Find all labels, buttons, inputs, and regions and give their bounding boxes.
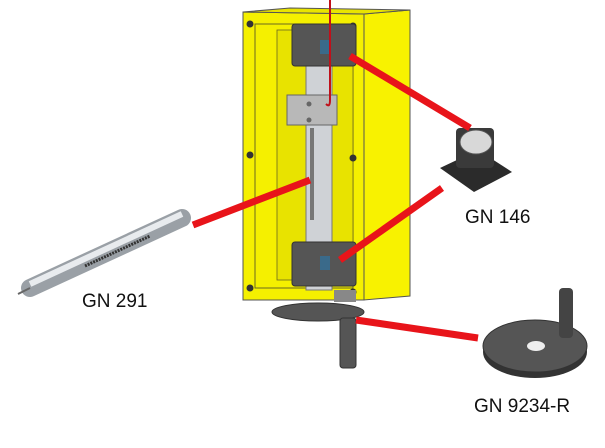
label-gn-291: GN 291 [82, 291, 148, 312]
clamp-top [291, 23, 357, 67]
arrow-to-bottom-clamp [337, 185, 445, 263]
label-gn-146: GN 146 [465, 207, 531, 228]
assembly-handwheel [271, 290, 365, 369]
arrow-to-handwheel [355, 316, 479, 342]
clamp-bottom [291, 241, 357, 287]
label-gn-9234-r: GN 9234-R [474, 396, 571, 417]
arrow-to-rod [191, 176, 312, 229]
red-cord [325, 0, 331, 107]
handwheel-part-image [482, 288, 588, 378]
arrow-to-top-clamp [348, 52, 472, 132]
callout-arrows [191, 52, 479, 342]
rod-part-image [17, 209, 191, 297]
clamp-part-image [440, 128, 512, 192]
